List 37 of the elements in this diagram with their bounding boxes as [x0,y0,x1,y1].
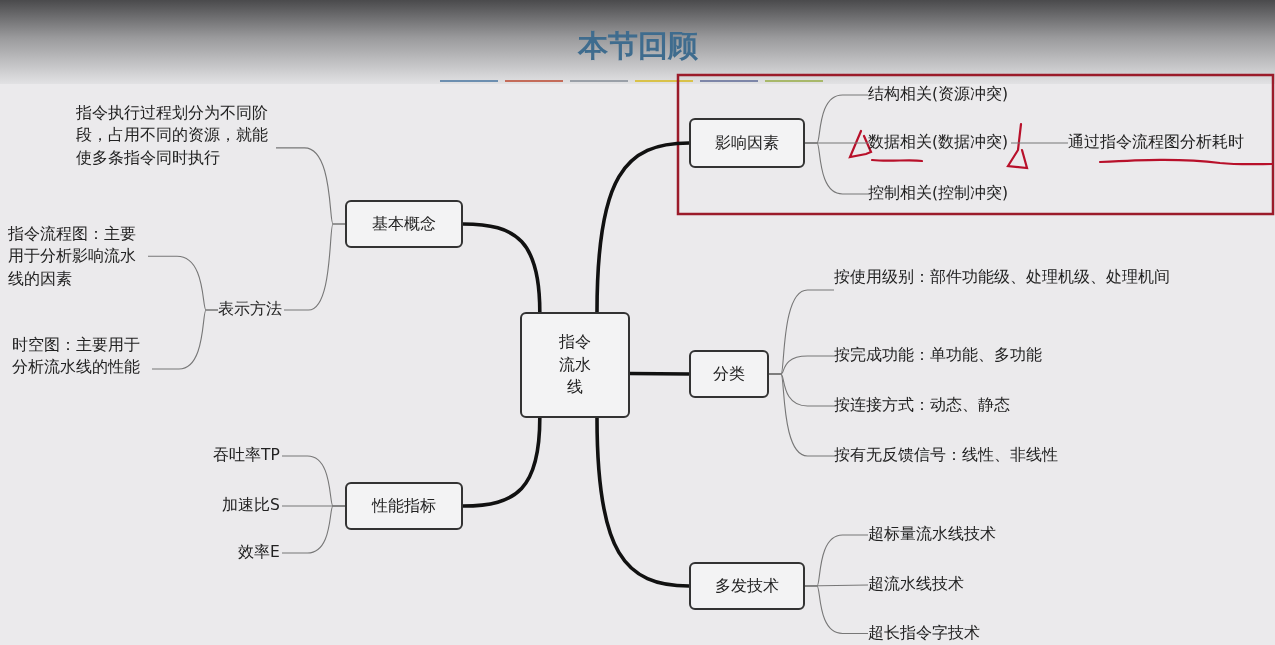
branch-text: 加速比S [222,494,282,518]
connector-line [630,371,689,376]
connector-line [151,309,219,370]
topic-box: 指令流水线 [520,312,630,418]
topic-box: 多发技术 [689,562,805,610]
topic-box: 性能指标 [345,482,463,530]
connector-line [804,585,869,635]
branch-text: 超长指令字技术 [868,622,982,645]
branch-text: 时空图：主要用于分析流水线的性能 [12,334,152,384]
branch-text: 表示方法 [218,298,284,322]
branch-text: 指令执行过程划分为不同阶段，占用不同的资源，就能使多条指令同时执行 [76,102,276,176]
connector-line [595,417,690,588]
branch-text: 通过指令流程图分析耗时 [1068,131,1246,155]
topic-box: 影响因素 [689,118,805,168]
connector-line [462,222,542,313]
branch-text: 按完成功能：单功能、多功能 [834,344,1044,368]
branch-text: 吞吐率TP [213,444,282,468]
connector-line [804,142,869,195]
branch-text: 超流水线技术 [868,573,966,597]
connector-line [281,505,346,554]
topic-box: 基本概念 [345,200,463,248]
connector-line [1010,142,1069,144]
branch-text: 效率E [238,541,282,565]
branch-text: 控制相关(控制冲突) [868,182,1011,206]
branch-text: 数据相关(数据冲突) [868,131,1011,155]
branch-text: 超标量流水线技术 [868,523,998,547]
connector-line [283,223,346,311]
branch-text: 按有无反馈信号：线性、非线性 [834,444,1060,468]
branch-text: 结构相关(资源冲突) [868,83,1011,107]
branch-text: 按使用级别：部件功能级、处理机级、处理机间 [834,266,1170,314]
slide-title: 本节回顾 [577,28,698,63]
connector-line [768,373,835,457]
branch-text: 指令流程图：主要用于分析影响流水线的因素 [8,223,148,297]
connector-line [595,141,690,313]
topic-box: 分类 [689,350,769,398]
connector-line [462,417,542,508]
branch-text: 按连接方式：动态、静态 [834,394,1012,418]
